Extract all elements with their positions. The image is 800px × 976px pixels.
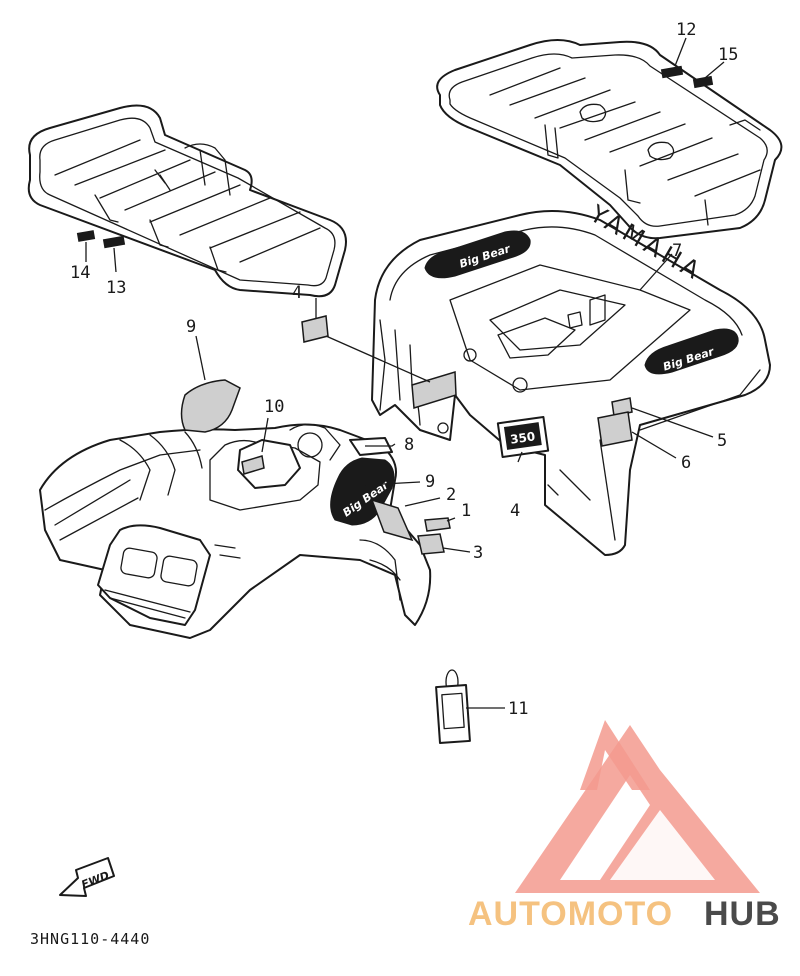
warning-tag-11 [435, 669, 471, 744]
callout-4-upper: 4 [292, 283, 302, 303]
callout-13: 13 [106, 278, 126, 298]
big-bear-decal-rear-left [424, 230, 531, 279]
decal-9-loose [180, 379, 241, 433]
callout-9-upper: 9 [186, 317, 196, 337]
decal-13 [102, 235, 126, 249]
callout-1: 1 [461, 501, 471, 521]
callout-8: 8 [404, 435, 414, 455]
badge-350 [503, 422, 542, 450]
callout-10: 10 [264, 397, 284, 417]
diagram-code: 3HNG110-4440 [30, 930, 150, 948]
callout-2: 2 [446, 485, 456, 505]
fwd-label: FWD [80, 869, 112, 892]
badge-350-text: 350 [509, 429, 536, 446]
callout-15: 15 [718, 45, 738, 65]
callout-4-lower: 4 [510, 501, 520, 521]
callout-7: 7 [672, 241, 682, 261]
callout-5: 5 [717, 431, 727, 451]
front-fender: Big Bear [39, 423, 451, 639]
front-carrier-rack [27, 104, 347, 298]
rear-fender: Big Bear Big Bear YAMAHA 350 [371, 199, 771, 556]
fwd-arrow-icon [59, 857, 115, 897]
fwd-arrow: FWD [59, 857, 115, 897]
callout-3: 3 [473, 543, 483, 563]
decal-10 [241, 455, 265, 475]
decal-15 [692, 75, 714, 89]
leader-lines [85, 37, 725, 709]
decal-2 [370, 498, 414, 542]
automotohub-watermark: AUTOMOTO HUB [468, 720, 781, 933]
callout-numbers: 1 2 3 4 4 5 6 7 8 9 9 10 11 12 13 14 15 [70, 20, 738, 719]
watermark-text-hub: HUB [704, 895, 781, 933]
decal-3 [417, 533, 445, 555]
decal-6 [597, 411, 633, 447]
callout-14: 14 [70, 263, 90, 283]
rear-carrier-rack [436, 39, 783, 240]
big-bear-decal-rear-right [644, 328, 739, 375]
decal-12 [660, 65, 684, 79]
watermark-text-automoto: AUTOMOTO [468, 895, 673, 933]
decal-4-loose [301, 315, 329, 343]
decal-4-fender [411, 371, 457, 409]
decal-1 [424, 517, 451, 532]
callout-12: 12 [676, 20, 696, 40]
decal-14 [76, 230, 96, 242]
callout-11: 11 [508, 699, 528, 719]
callout-6: 6 [681, 453, 691, 473]
callout-9-lower: 9 [425, 472, 435, 492]
